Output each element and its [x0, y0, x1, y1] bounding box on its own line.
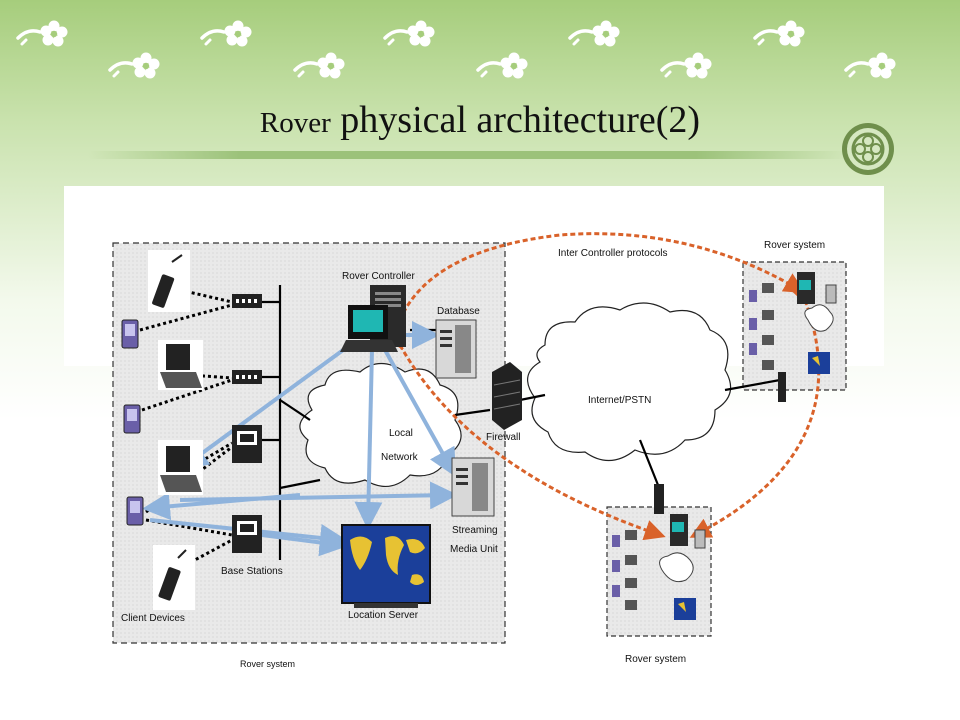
- label-firewall: Firewall: [486, 432, 520, 443]
- firewall-icon: [492, 362, 522, 430]
- cloud-icon: [527, 302, 732, 462]
- medallion-icon: [842, 123, 894, 175]
- hub-icon: [232, 294, 262, 308]
- title-main: physical architecture(2): [340, 99, 701, 141]
- pda-icon: [126, 496, 144, 526]
- mini-system-right: [749, 272, 837, 402]
- hub-icon: [232, 370, 262, 384]
- mini-system-bottom: [612, 484, 706, 620]
- label-rover-system-bottom: Rover system: [625, 654, 686, 665]
- server-icon: [435, 319, 477, 379]
- title-prefix: Rover: [259, 107, 331, 139]
- label-base-stations: Base Stations: [221, 566, 283, 577]
- label-inter-controller: Inter Controller protocols: [558, 248, 668, 259]
- label-client-devices: Client Devices: [121, 613, 185, 624]
- label-network: Network: [381, 452, 419, 463]
- laptop-icon: [158, 340, 203, 390]
- label-media-unit: Media Unit: [450, 544, 498, 555]
- server-icon: [451, 457, 495, 517]
- label-location-server: Location Server: [348, 610, 419, 621]
- cell-phone-icon: [153, 545, 195, 610]
- base-station-icon: [232, 425, 262, 463]
- label-rover-controller: Rover Controller: [342, 271, 415, 282]
- label-rover-system-right: Rover system: [764, 240, 825, 251]
- pda-icon: [123, 404, 141, 434]
- slide-title: Rover physical architecture(2): [0, 98, 960, 142]
- base-station-icon: [232, 515, 262, 553]
- label-database: Database: [437, 306, 480, 317]
- world-map-icon: [341, 524, 431, 608]
- pda-icon: [121, 319, 139, 349]
- laptop-icon: [158, 440, 203, 495]
- label-internet: Internet/PSTN: [588, 395, 651, 406]
- cell-phone-icon: [148, 250, 190, 312]
- rover-controller-icon: [340, 285, 406, 352]
- label-rover-system-main: Rover system: [240, 659, 295, 669]
- title-divider: [88, 151, 848, 159]
- label-local: Local: [389, 428, 413, 439]
- label-streaming: Streaming: [452, 525, 498, 536]
